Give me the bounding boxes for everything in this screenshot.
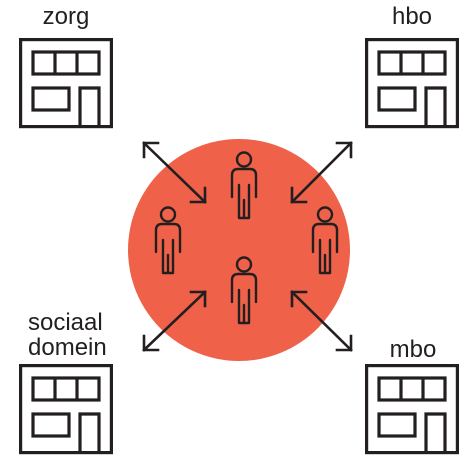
label-zorg: zorg	[43, 3, 90, 30]
double-headed-arrow-icon	[290, 290, 353, 352]
label-domein: domein	[28, 334, 107, 361]
double-headed-arrow-icon	[142, 141, 207, 204]
building-icon	[19, 364, 114, 455]
label-mbo: mbo	[390, 336, 437, 363]
double-headed-arrow-icon	[290, 141, 353, 204]
double-headed-arrow-icon	[142, 290, 207, 352]
building-icon	[365, 37, 459, 129]
building-icon	[19, 37, 114, 129]
label-hbo: hbo	[392, 3, 432, 30]
building-icon	[365, 364, 459, 455]
label-sociaal: sociaal	[28, 309, 103, 336]
group-circle	[128, 139, 350, 361]
